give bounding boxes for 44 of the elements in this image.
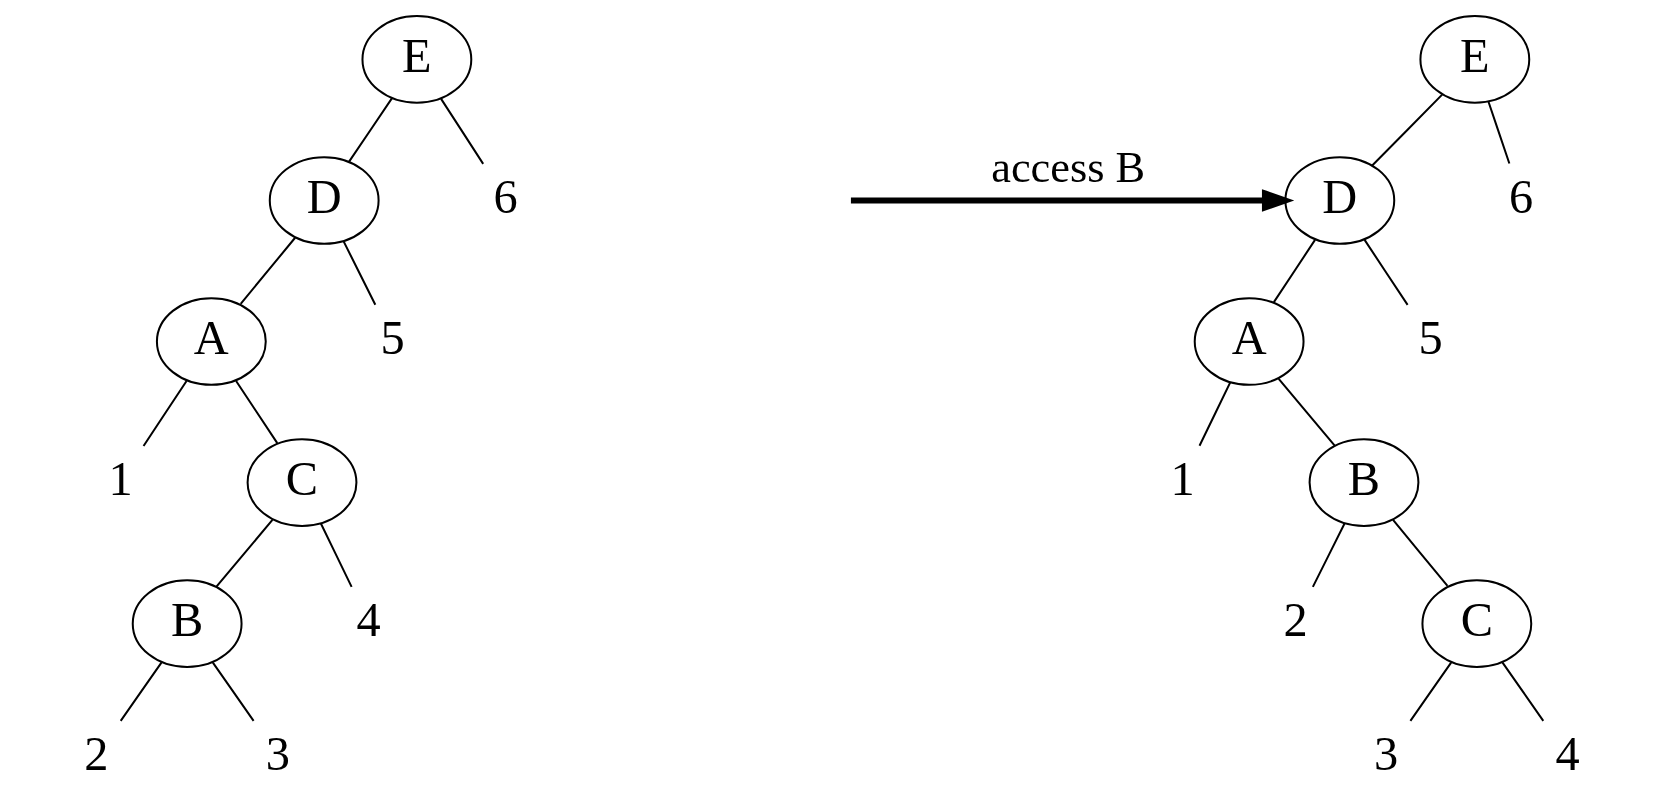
connector <box>214 519 273 588</box>
node-text: 5 <box>1417 311 1443 365</box>
node-ellipse: B <box>1308 438 1419 527</box>
connector <box>347 97 393 163</box>
edge-label: access B <box>990 141 1145 192</box>
node-text: 6 <box>492 169 518 223</box>
node-text: 2 <box>83 727 109 781</box>
node-text: 6 <box>1508 169 1533 223</box>
connector <box>1277 378 1336 447</box>
node-text: 4 <box>355 593 381 647</box>
connector <box>211 662 254 722</box>
connector <box>1198 382 1231 447</box>
node-ellipse: D <box>268 156 380 245</box>
node-text: 3 <box>1373 727 1398 781</box>
node-text: 3 <box>265 727 290 781</box>
node-text: 4 <box>1554 727 1580 781</box>
node-ellipse: A <box>1193 297 1305 386</box>
node-ellipse: C <box>246 438 357 527</box>
connector <box>1391 519 1448 587</box>
connector <box>1487 101 1510 164</box>
connector <box>119 662 162 722</box>
connector <box>1409 662 1452 722</box>
node-ellipse: C <box>1420 579 1532 668</box>
connector <box>319 523 353 588</box>
connector <box>234 380 278 444</box>
node-ellipse: E <box>1418 15 1530 104</box>
node-text: 1 <box>1170 452 1195 506</box>
node-ellipse: B <box>131 579 243 668</box>
connector <box>439 98 484 165</box>
connector <box>1363 239 1408 306</box>
arrow <box>850 189 1294 212</box>
connector <box>239 237 296 305</box>
connector <box>1272 239 1316 303</box>
node-text: 1 <box>108 452 133 506</box>
connector <box>1371 93 1443 167</box>
node-ellipse: A <box>155 297 267 386</box>
node-ellipse: D <box>1283 156 1395 245</box>
connector <box>1501 662 1544 722</box>
connector <box>342 240 376 306</box>
node-ellipse: E <box>360 15 472 104</box>
connector <box>1311 523 1345 588</box>
connector <box>142 380 187 447</box>
node-text: 5 <box>380 311 405 365</box>
node-text: 2 <box>1282 593 1308 647</box>
